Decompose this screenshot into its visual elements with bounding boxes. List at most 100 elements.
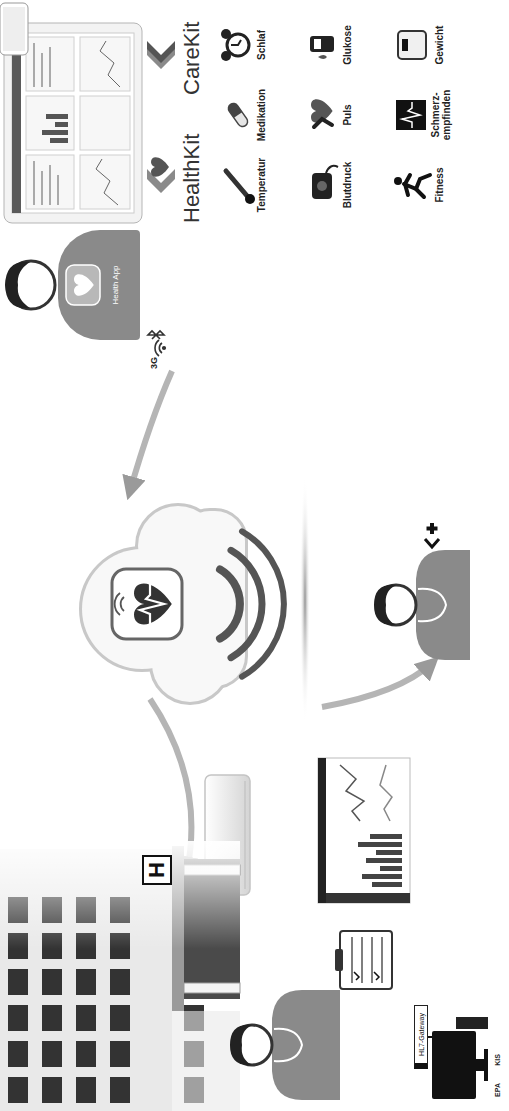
doctor-figure bbox=[374, 550, 470, 660]
signal-waves bbox=[220, 531, 284, 676]
hospital-doctor bbox=[272, 990, 340, 1100]
separator-line bbox=[300, 475, 310, 725]
network-label: 3G bbox=[150, 351, 160, 375]
pill-icon bbox=[226, 101, 242, 117]
cloud bbox=[82, 506, 245, 702]
tablet-screenshot bbox=[42, 130, 68, 135]
workstation-monitor bbox=[484, 1049, 488, 1081]
health-app-badge bbox=[66, 265, 100, 305]
tablet-screenshot bbox=[80, 37, 130, 91]
glucose-meter-icon bbox=[310, 36, 334, 59]
patient-head bbox=[5, 261, 55, 309]
clipboard-icon bbox=[354, 972, 379, 980]
dashboard-screenshot bbox=[362, 874, 402, 879]
clipboard-icon bbox=[335, 949, 343, 971]
tablet-screenshot bbox=[12, 33, 21, 213]
scale-icon bbox=[402, 39, 408, 51]
health-cloud-icon bbox=[112, 569, 182, 639]
pill-icon bbox=[226, 101, 249, 128]
clipboard-icon bbox=[335, 931, 392, 989]
workstation-monitor bbox=[476, 1059, 484, 1071]
health-cloud-icon bbox=[115, 593, 124, 615]
clipboard-icon bbox=[340, 931, 392, 989]
framework-name: HealthKit bbox=[180, 119, 204, 223]
dashboard-screenshot bbox=[318, 758, 410, 903]
thermometer-icon bbox=[226, 171, 255, 204]
hospital-doctor bbox=[230, 1025, 252, 1065]
workstation-monitor bbox=[432, 1031, 476, 1099]
cloud bbox=[82, 506, 245, 702]
system-label: KIS bbox=[494, 1050, 502, 1070]
pulse-icon bbox=[314, 119, 332, 127]
data-type-label: Schlaf bbox=[256, 10, 267, 80]
medical-symbol bbox=[425, 523, 439, 547]
signal-waves bbox=[242, 531, 284, 676]
healthkit-logo bbox=[151, 157, 169, 176]
hospital-building bbox=[0, 841, 240, 1111]
health-cloud-icon bbox=[112, 569, 182, 639]
dashboard-screenshot bbox=[372, 882, 402, 887]
alarm-clock-icon bbox=[227, 34, 249, 56]
wireless-symbols bbox=[148, 331, 164, 339]
tablet-screenshot bbox=[0, 3, 28, 55]
healthkit-logo bbox=[147, 157, 175, 193]
pain-icon bbox=[396, 100, 426, 130]
blood-pressure-icon bbox=[326, 166, 338, 173]
data-type-label: Temperatur bbox=[256, 150, 267, 220]
node-text: H bbox=[146, 862, 168, 878]
upload-arrow bbox=[130, 371, 172, 491]
gateway-box: HL7-Gateway bbox=[414, 1005, 428, 1069]
tablet-screenshot bbox=[96, 159, 118, 205]
dashboard-screenshot bbox=[370, 834, 402, 839]
data-type-label: Schmerz- empfinden bbox=[430, 85, 452, 145]
dashboard-screenshot bbox=[318, 758, 326, 903]
thermometer-icon bbox=[226, 171, 248, 197]
runner-icon bbox=[405, 175, 410, 195]
doctor-figure bbox=[416, 550, 470, 660]
health-cloud-icon bbox=[140, 582, 164, 626]
wireless-symbols bbox=[163, 347, 166, 350]
node-text: Health App bbox=[111, 265, 120, 304]
dashboard-screenshot bbox=[318, 758, 410, 903]
thermometer-icon bbox=[245, 194, 255, 204]
doctor-figure bbox=[374, 585, 396, 625]
dashboard-screenshot bbox=[366, 858, 402, 863]
dashboard-screenshot bbox=[380, 765, 392, 821]
runner-icon bbox=[416, 175, 430, 189]
tablet-screenshot bbox=[26, 96, 74, 150]
pain-icon bbox=[402, 102, 420, 128]
wireless-symbols bbox=[148, 331, 165, 356]
scale-icon bbox=[398, 31, 426, 59]
doctor-figure bbox=[418, 589, 446, 621]
hospital-building bbox=[0, 841, 240, 1111]
runner-icon bbox=[394, 177, 402, 185]
signal-waves bbox=[220, 569, 240, 638]
health-app-badge bbox=[66, 265, 100, 305]
tablet-screenshot bbox=[0, 3, 142, 223]
pulse-icon bbox=[311, 99, 333, 127]
alarm-clock-icon bbox=[221, 29, 249, 61]
data-type-label: Blutdruck bbox=[342, 150, 353, 220]
data-type-label: Glukose bbox=[342, 10, 353, 80]
glucose-meter-icon bbox=[318, 55, 327, 59]
glucose-meter-icon bbox=[314, 39, 321, 49]
node-text: HL7-Gateway bbox=[418, 1013, 425, 1056]
tablet-screenshot bbox=[34, 43, 58, 205]
health-app-badge bbox=[74, 274, 94, 295]
tablet-screenshot bbox=[80, 96, 130, 150]
carekit-logo bbox=[147, 41, 175, 69]
framework-name: CareKit bbox=[180, 3, 204, 95]
server-box bbox=[245, 781, 246, 889]
data-type-label: Medikation bbox=[256, 80, 267, 150]
doctor-arrow bbox=[322, 663, 432, 707]
pain-icon bbox=[396, 100, 426, 130]
dashboard-screenshot bbox=[340, 765, 364, 821]
wireless-symbols bbox=[155, 340, 162, 356]
medical-symbol bbox=[425, 539, 439, 547]
